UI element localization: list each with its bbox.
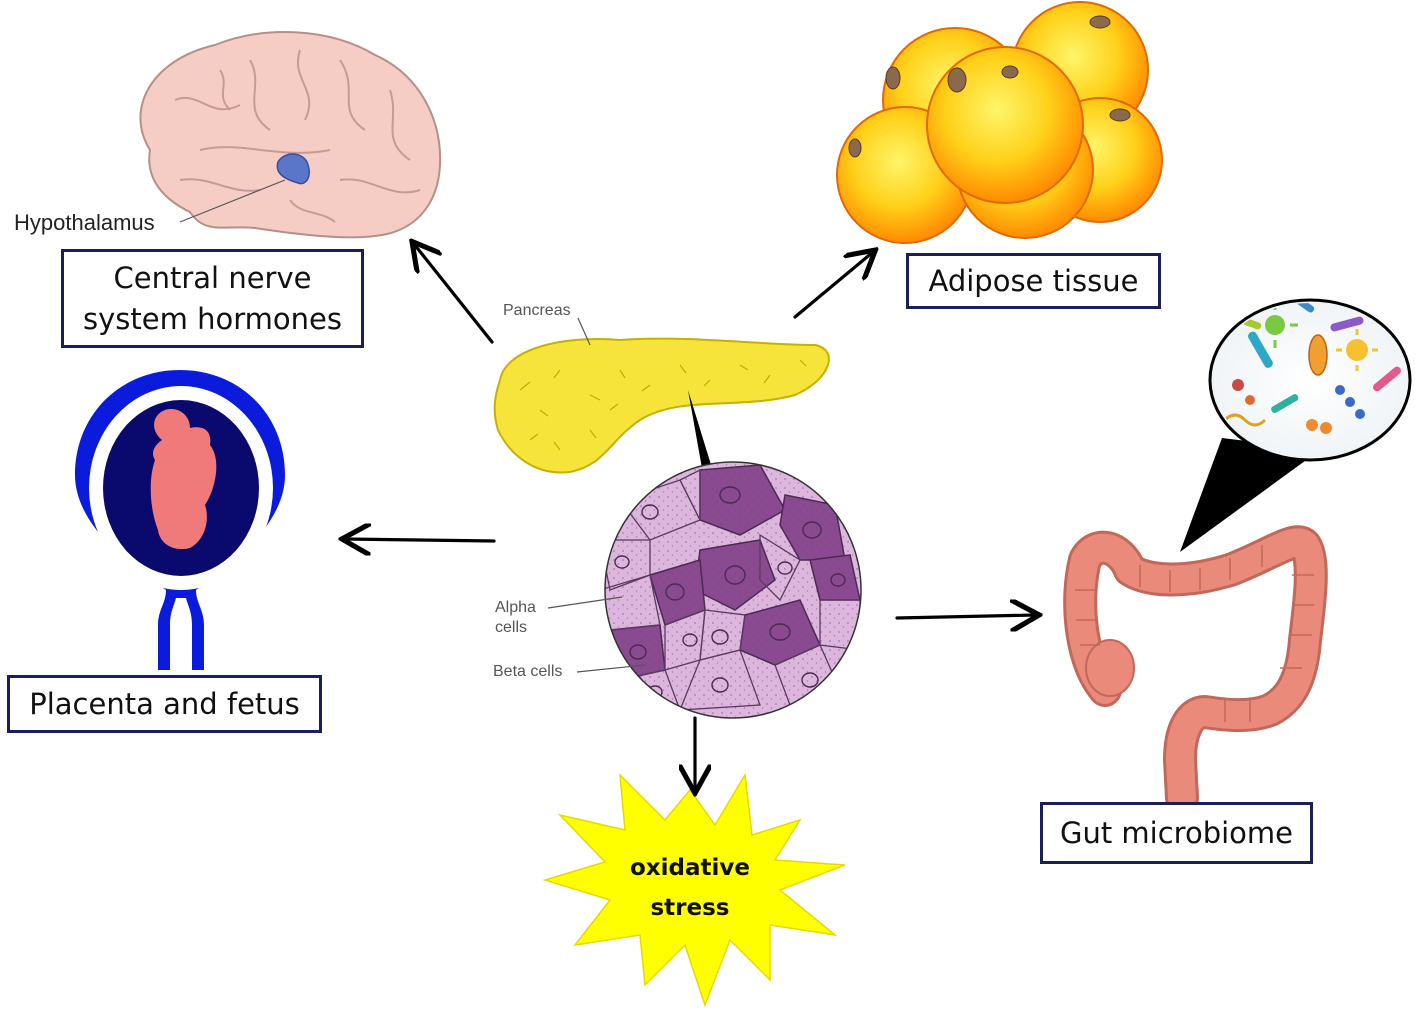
arrow-to-adipose [793, 252, 873, 319]
arrow-to-cns [414, 244, 494, 344]
hypothalamus-label: Hypothalamus [14, 210, 155, 235]
hypothalamus-leader-line [179, 179, 286, 223]
cns-hormones-line1: Central nerve [113, 261, 312, 296]
islet-cells-illustration [547, 461, 862, 719]
arrow-to-placenta [345, 539, 496, 541]
cns-hormones-box: Central nerve system hormones [61, 249, 364, 348]
alpha-cells-label-line1: Alpha [495, 599, 536, 616]
microbiome-zoom-pointer [1180, 438, 1320, 552]
pancreas-label: Pancreas [503, 302, 571, 319]
placenta-fetus-box: Placenta and fetus [7, 675, 322, 733]
microbes-bubble-illustration [1208, 298, 1412, 462]
oxidative-stress-label: oxidative stress [610, 848, 770, 928]
alpha-cells-label-line2: cells [495, 619, 528, 636]
placenta-fetus-illustration [75, 370, 285, 670]
alpha-cells-label: Alpha cells [495, 598, 536, 638]
beta-cells-leader-line [576, 664, 646, 673]
colon-illustration [1063, 525, 1328, 815]
cns-hormones-line2: system hormones [83, 301, 342, 336]
oxidative-stress-line2: stress [650, 895, 730, 921]
oxidative-stress-starburst [542, 772, 846, 1008]
adipose-cells-illustration [836, 1, 1163, 244]
alpha-cells-leader-line [547, 596, 623, 609]
arrow-to-gut [895, 615, 1036, 618]
beta-cells-label: Beta cells [493, 663, 563, 680]
pancreas-illustration [493, 317, 830, 474]
brain-illustration [139, 31, 442, 239]
adipose-tissue-box: Adipose tissue [906, 253, 1161, 309]
pancreas-leader-line [577, 317, 591, 346]
gut-microbiome-box: Gut microbiome [1040, 802, 1313, 864]
oxidative-stress-line1: oxidative [630, 855, 750, 881]
fetus-shape [150, 409, 217, 550]
hypothalamus-region [276, 153, 310, 185]
